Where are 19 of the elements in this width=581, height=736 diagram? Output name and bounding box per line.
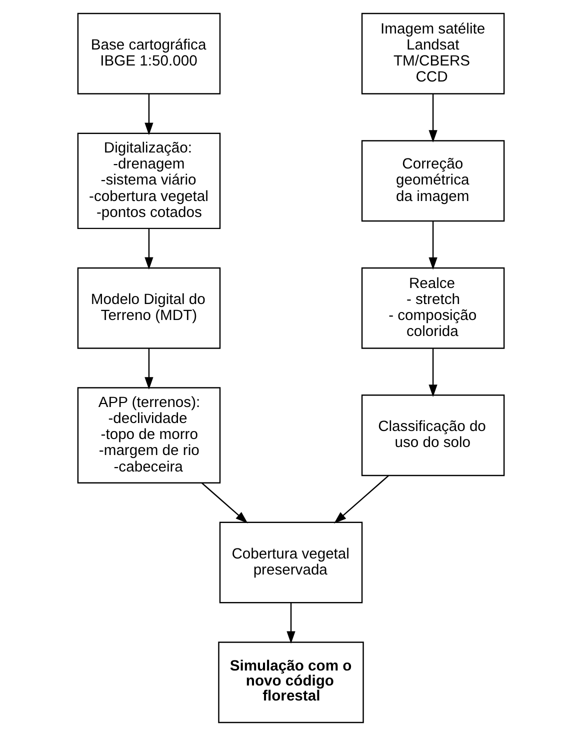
arrow xyxy=(428,94,437,143)
arrow xyxy=(333,475,388,524)
node-box: Digitalização: -drenagem -sistema viário -cobertura vegetal -pontos cotados xyxy=(76,132,220,230)
node-box: Simulação com o novo código florestal xyxy=(218,642,364,724)
node-box: APP (terrenos): -declividade -topo de morro -margem de rio -cabeceira xyxy=(76,387,220,484)
node-box: Base cartográfica IBGE 1:50.000 xyxy=(76,12,220,94)
node-box: Correção geométrica da imagem xyxy=(360,140,504,222)
arrow xyxy=(200,482,248,524)
arrow xyxy=(144,228,153,270)
node-box: Classificação do uso do solo xyxy=(360,394,504,476)
arrow xyxy=(144,348,153,390)
node-box: Realce - stretch - composição colorida xyxy=(360,267,504,349)
node-box: Imagem satélite Landsat TM/CBERS CCD xyxy=(360,12,504,94)
node-box: Cobertura vegetal preservada xyxy=(218,522,362,604)
arrow xyxy=(144,94,153,136)
arrow xyxy=(428,348,437,397)
node-box: Modelo Digital do Terreno (MDT) xyxy=(76,267,220,349)
arrow xyxy=(428,221,437,270)
arrow xyxy=(286,602,295,644)
